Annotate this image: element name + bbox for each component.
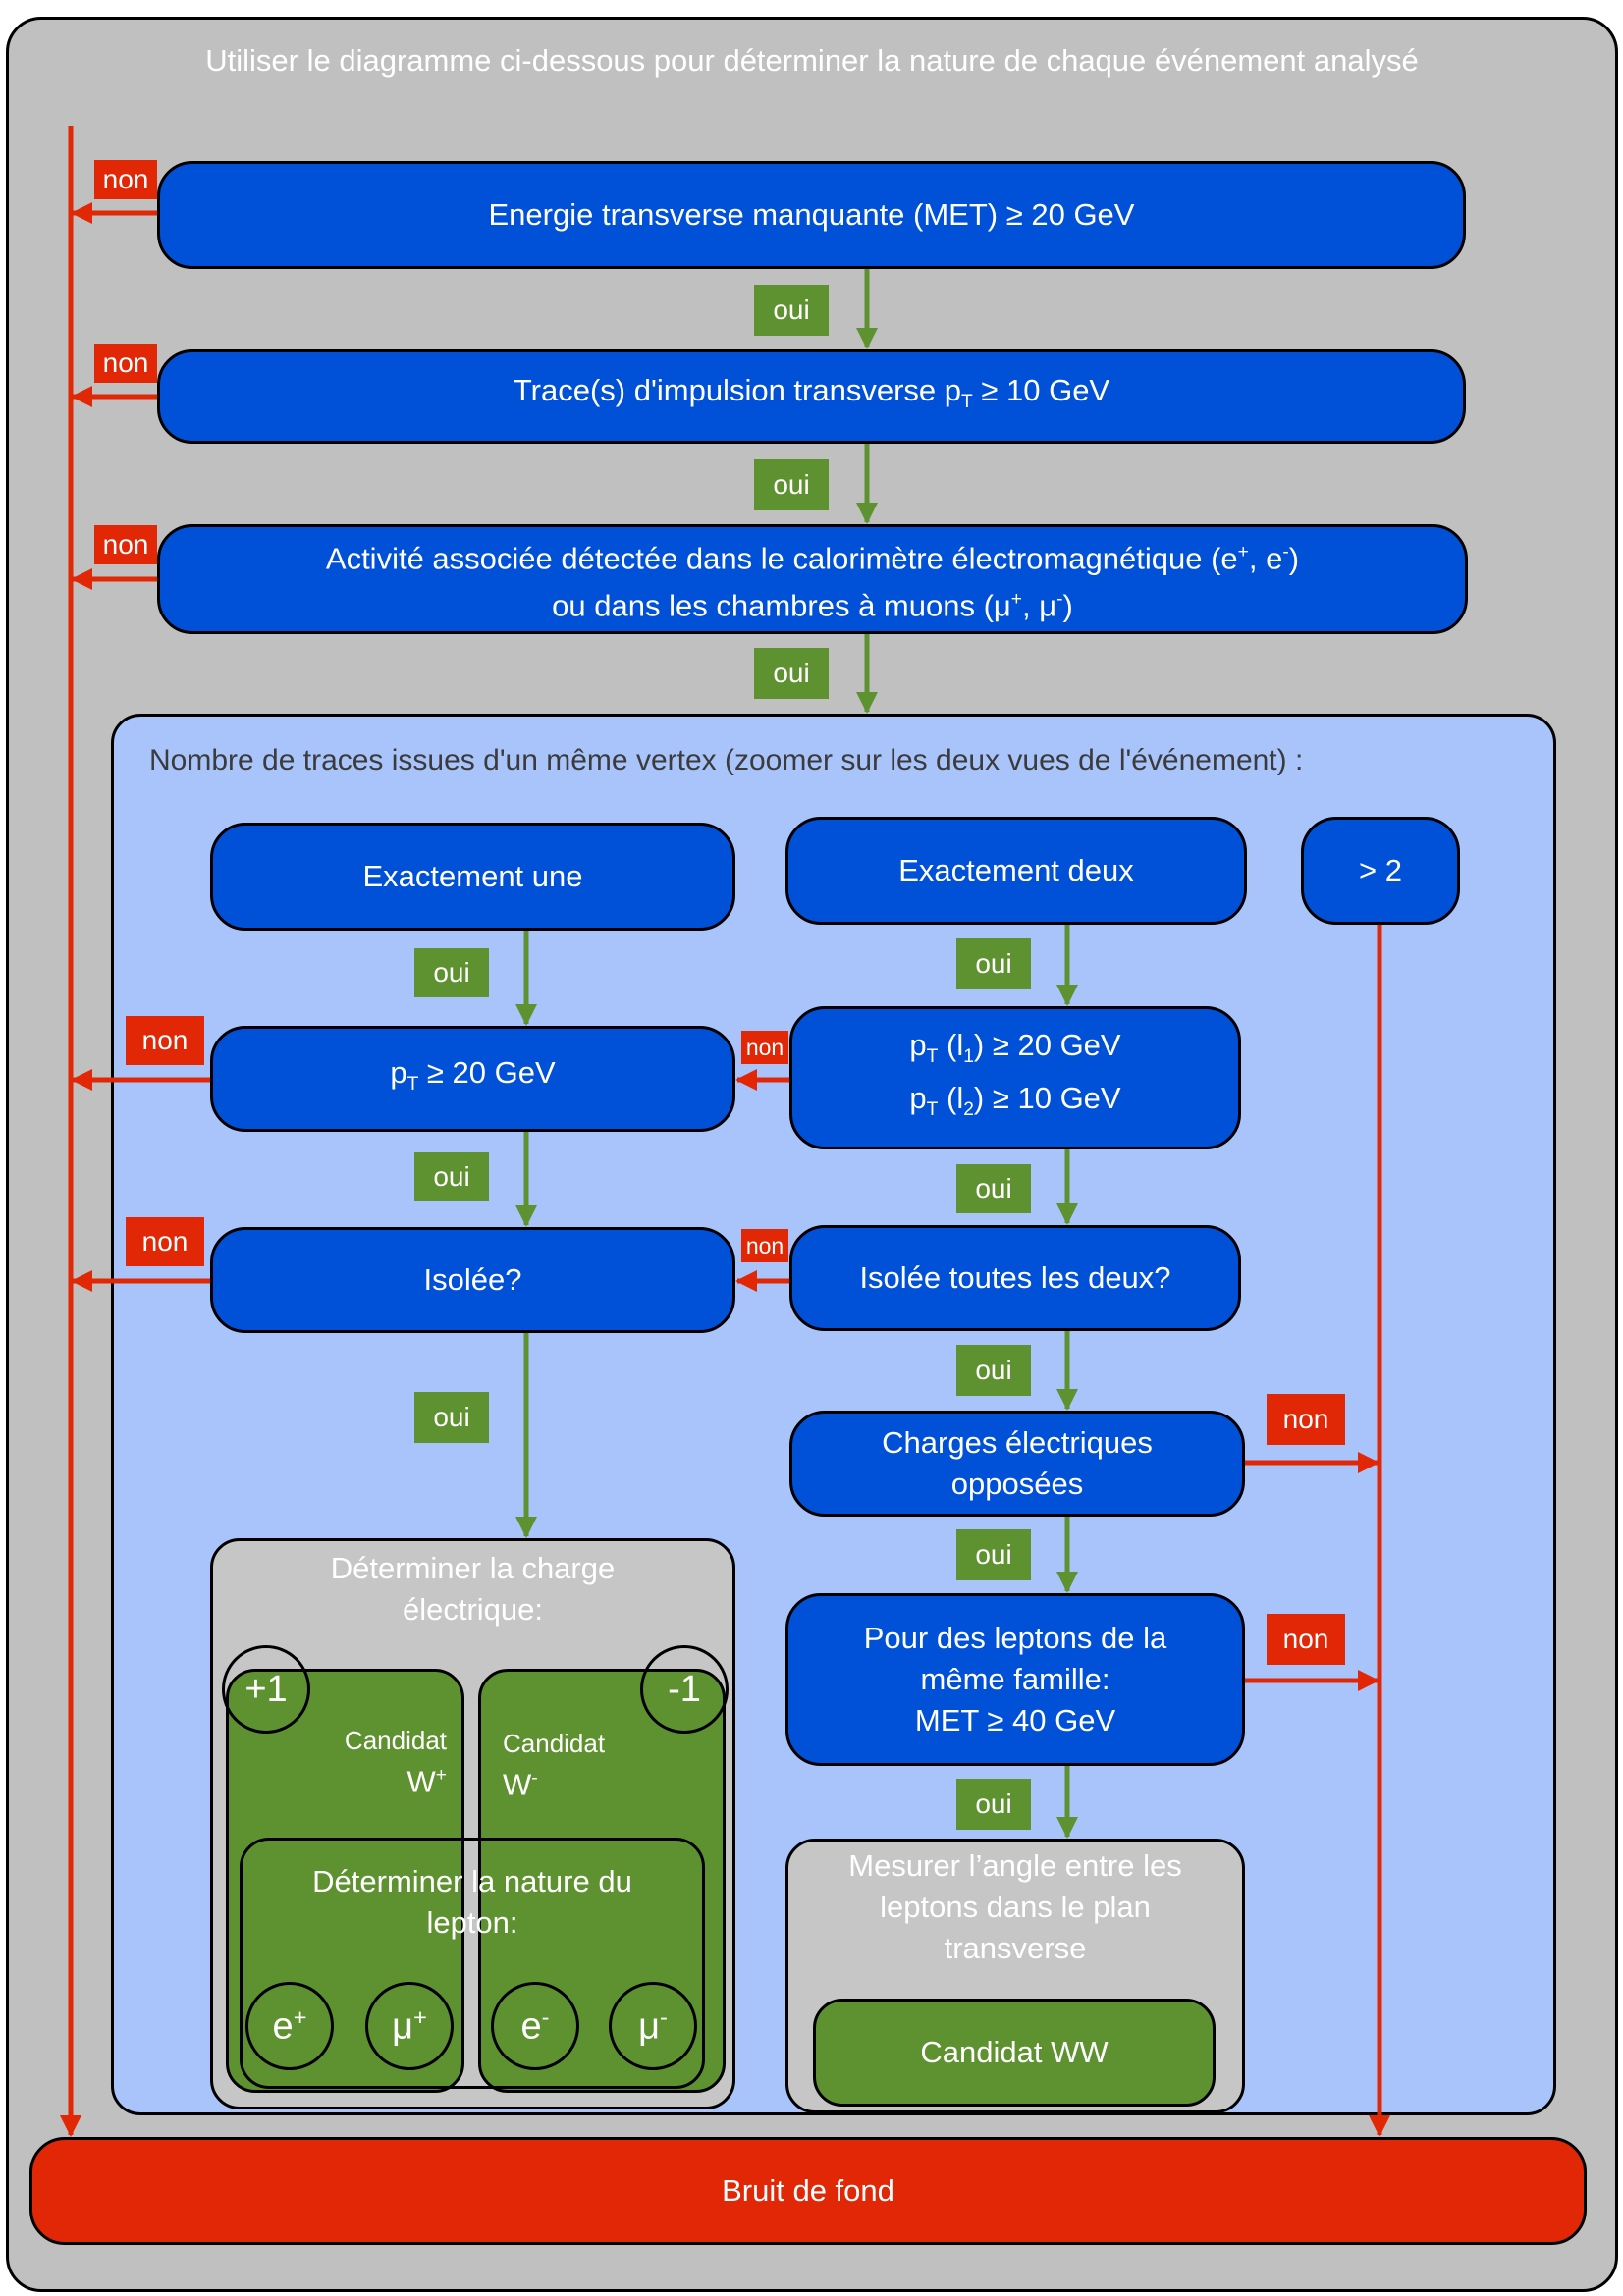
no-label-single-pt: non — [126, 1016, 204, 1065]
same-family-met-box: Pour des leptons de la même famille: MET… — [785, 1593, 1245, 1766]
yes-label-two: oui — [956, 938, 1031, 989]
yes-label-met: oui — [754, 285, 829, 336]
yes-label-dual-isolated: oui — [956, 1345, 1031, 1396]
branch-exactly-one: Exactement une — [210, 823, 735, 931]
branch-exactly-two: Exactement deux — [785, 817, 1247, 925]
yes-label-trace: oui — [754, 459, 829, 510]
no-label-trace: non — [94, 344, 157, 383]
no-label-charges: non — [1267, 1394, 1345, 1445]
angle-panel-title: Mesurer l’angle entre les leptons dans l… — [848, 1848, 1182, 1965]
yes-label-family: oui — [956, 1779, 1031, 1830]
yes-label-single-pt: oui — [414, 1152, 489, 1201]
vertex-panel-title: Nombre de traces issues d'un même vertex… — [149, 744, 1304, 776]
activity-condition-box: Activité associée détectée dans le calor… — [157, 524, 1468, 634]
no-label-met: non — [94, 160, 157, 199]
lepton-e-plus: e+ — [245, 1982, 334, 2070]
lepton-nature-box — [240, 1838, 705, 2089]
met-condition-box: Energie transverse manquante (MET) ≥ 20 … — [157, 161, 1466, 269]
yes-label-one: oui — [414, 948, 489, 997]
charge-panel-title: Déterminer la charge électrique: — [330, 1551, 616, 1627]
no-label-dual-pt: non — [741, 1031, 788, 1064]
charge-plus-circle: +1 — [222, 1645, 310, 1734]
charge-minus-circle: -1 — [640, 1645, 729, 1734]
lepton-mu-plus: μ+ — [365, 1982, 454, 2070]
background-noise-box: Bruit de fond — [29, 2137, 1587, 2245]
diagram-header: Utiliser le diagramme ci-dessous pour dé… — [205, 43, 1419, 78]
single-pt-condition-box: pT ≥ 20 GeV — [210, 1026, 735, 1132]
yes-label-activity: oui — [754, 648, 829, 699]
no-label-activity: non — [94, 525, 157, 564]
no-label-family: non — [1267, 1614, 1345, 1665]
lepton-mu-minus: μ- — [609, 1982, 697, 2070]
branch-more-than-two: > 2 — [1301, 817, 1460, 925]
opposite-charges-box: Charges électriques opposées — [789, 1411, 1245, 1517]
yes-label-dual-pt: oui — [956, 1164, 1031, 1213]
single-isolated-box: Isolée? — [210, 1227, 735, 1333]
lepton-e-minus: e- — [491, 1982, 579, 2070]
candidate-ww-box: Candidat WW — [813, 1999, 1216, 2107]
yes-label-charges: oui — [956, 1529, 1031, 1580]
no-label-dual-isolated: non — [741, 1229, 788, 1262]
dual-isolated-box: Isolée toutes les deux? — [789, 1225, 1241, 1331]
candidate-w-minus-label: Candidat W- — [503, 1729, 606, 1802]
candidate-w-plus-label: Candidat W+ — [344, 1726, 447, 1799]
yes-label-single-isolated: oui — [414, 1392, 489, 1443]
no-label-single-isolated: non — [126, 1217, 204, 1266]
dual-pt-condition-box: pT (l1) ≥ 20 GeV pT (l2) ≥ 10 GeV — [789, 1006, 1241, 1149]
trace-pt-condition-box: Trace(s) d'impulsion transverse pT ≥ 10 … — [157, 349, 1466, 444]
lepton-nature-title: Déterminer la nature du lepton: — [312, 1864, 632, 1940]
